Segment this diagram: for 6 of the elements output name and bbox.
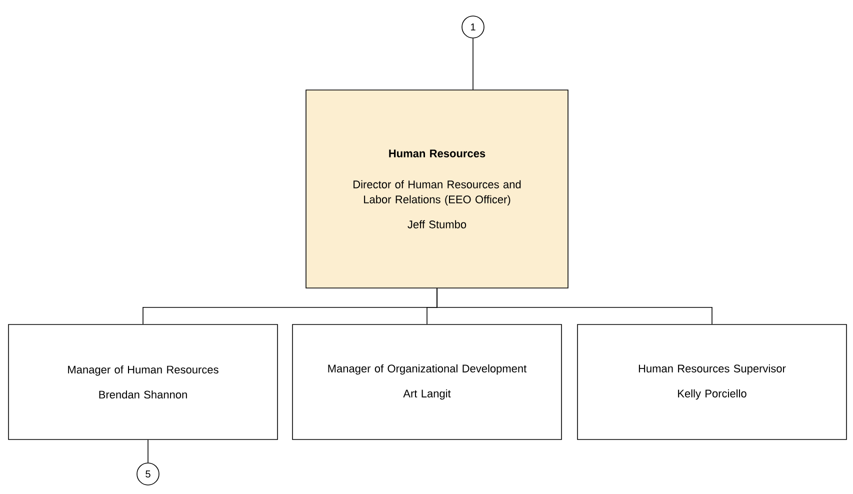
position-box: Human Resources Supervisor Kelly Porciello bbox=[577, 324, 847, 440]
connector-line bbox=[472, 38, 474, 90]
department-box: Human Resources Director of Human Resources and Labor Relations (EEO Officer) Jeff Stumbo bbox=[306, 90, 568, 288]
position-box: Manager of Organizational Development Art Langit bbox=[292, 324, 562, 440]
position-box: Manager of Human Resources Brendan Shannon bbox=[8, 324, 278, 440]
connector-line bbox=[436, 288, 712, 324]
